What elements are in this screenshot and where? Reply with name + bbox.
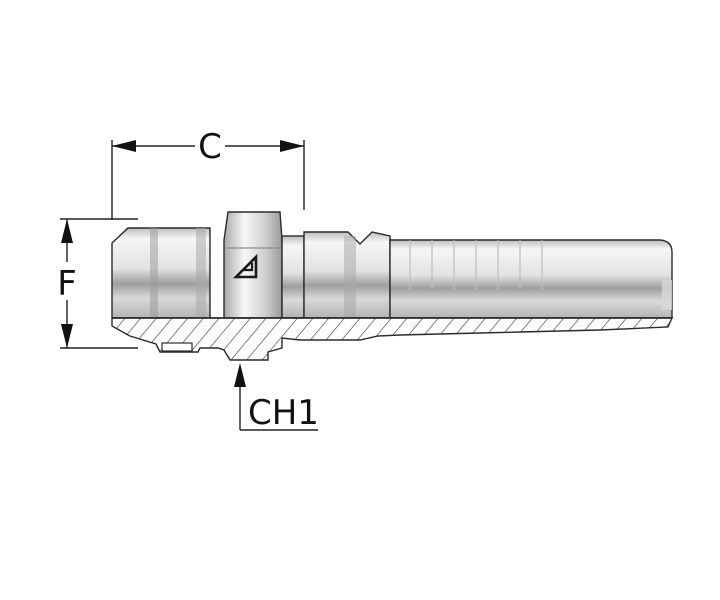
fitting-exterior — [111, 211, 673, 319]
thread-nose — [111, 227, 211, 319]
barb-ridges — [409, 240, 543, 290]
collar — [281, 235, 305, 319]
thread-groove — [150, 228, 158, 318]
dimension-f: F — [57, 218, 138, 349]
c-arrow-right-icon — [280, 140, 304, 152]
dimension-c-label: C — [198, 127, 222, 167]
tail-end-rim — [662, 280, 672, 310]
thread-groove — [196, 228, 206, 318]
fitting-section — [111, 317, 674, 361]
o-ring-groove — [161, 342, 193, 352]
shoulder-groove — [344, 236, 356, 318]
dimension-c: C — [111, 127, 305, 220]
ch1-arrow-up-icon — [234, 363, 246, 387]
f-arrow-down-icon — [61, 324, 73, 348]
f-arrow-up-icon — [61, 219, 73, 243]
dimension-ch1: CH1 — [234, 363, 319, 433]
dimension-f-label: F — [57, 264, 77, 304]
section-hatch — [111, 317, 674, 361]
dimension-ch1-label: CH1 — [248, 393, 319, 433]
triangle-logo-icon — [232, 253, 258, 279]
c-arrow-left-icon — [112, 140, 136, 152]
